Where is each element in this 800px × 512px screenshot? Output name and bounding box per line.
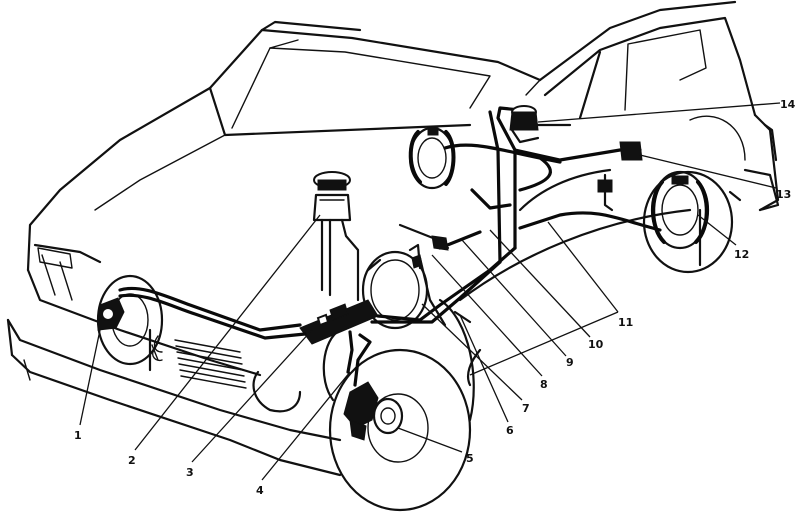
rear-left-drum bbox=[408, 126, 456, 190]
callout-13: 13 bbox=[776, 188, 791, 201]
handbrake-parts bbox=[398, 223, 482, 387]
callout-11: 11 bbox=[618, 316, 633, 329]
callout-6: 6 bbox=[506, 424, 514, 437]
callout-4: 4 bbox=[256, 484, 264, 497]
callout-7: 7 bbox=[522, 402, 530, 415]
pressure-regulator bbox=[509, 105, 572, 144]
rear-right-drum bbox=[642, 170, 734, 274]
reservoir bbox=[312, 171, 360, 302]
callout-9: 9 bbox=[566, 356, 574, 369]
callout-3: 3 bbox=[186, 466, 194, 479]
callout-14: 14 bbox=[780, 98, 796, 111]
car-body bbox=[6, 0, 780, 477]
callout-12: 12 bbox=[734, 248, 749, 261]
front-left-brake bbox=[96, 274, 164, 366]
callout-numbers: 1 2 3 4 5 6 7 8 9 10 11 12 13 14 bbox=[74, 98, 796, 497]
callout-1: 1 bbox=[74, 429, 82, 442]
brake-lines bbox=[118, 106, 662, 387]
callout-10: 10 bbox=[588, 338, 604, 351]
leader-lines bbox=[79, 102, 781, 481]
callout-5: 5 bbox=[466, 452, 474, 465]
callout-8: 8 bbox=[540, 378, 548, 391]
master-cylinder bbox=[299, 299, 379, 345]
callout-2: 2 bbox=[128, 454, 136, 467]
rear-tee bbox=[597, 141, 643, 212]
